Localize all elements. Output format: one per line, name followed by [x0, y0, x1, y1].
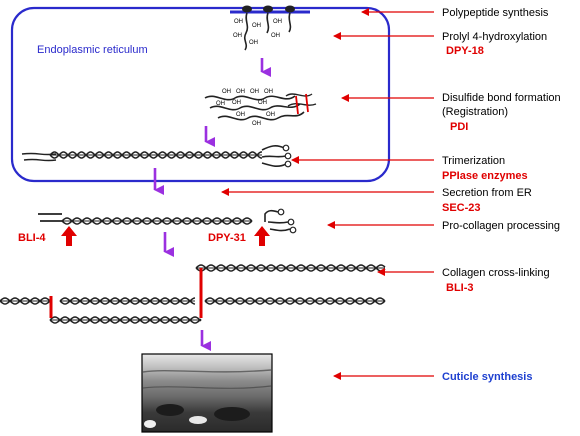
- helix-strand: [0, 297, 52, 305]
- step-collagen-cross-linking: Collagen cross-linking: [442, 267, 550, 279]
- oh-label: OH: [234, 19, 243, 25]
- enzyme-pdi: PDI: [450, 121, 468, 133]
- helix-strand: [0, 297, 52, 305]
- step-pointer-arrows: [221, 8, 434, 380]
- oh-label: OH: [233, 33, 242, 39]
- helix-strand: [49, 316, 202, 324]
- step-registration: (Registration): [442, 106, 508, 118]
- step-trimerization: Trimerization: [442, 155, 505, 167]
- helix-strand: [59, 297, 196, 305]
- ribosome-polypeptides: OH OH OH OH OH OH: [230, 5, 310, 51]
- helix-strand: [59, 297, 196, 305]
- propeptide-tails: [21, 144, 297, 234]
- oh-label: OH: [266, 112, 275, 118]
- oh-label: OH: [271, 33, 280, 39]
- helix-strand: [195, 264, 386, 272]
- oh-label: OH: [232, 100, 241, 106]
- step-labels: Polypeptide synthesis Prolyl 4-hydroxyla…: [442, 7, 561, 383]
- step-prolyl-hydroxylation: Prolyl 4-hydroxylation: [442, 31, 547, 43]
- helix-strand: [61, 217, 253, 225]
- step-polypeptide-synthesis: Polypeptide synthesis: [442, 7, 549, 19]
- oh-label: OH: [236, 112, 245, 118]
- er-label: Endoplasmic reticulum: [37, 44, 148, 56]
- endoplasmic-reticulum-outline: [10, 6, 391, 183]
- oh-label: OH: [222, 89, 231, 95]
- step-secretion-from-er: Secretion from ER: [442, 187, 532, 199]
- protease-cleavage-arrows: [61, 226, 270, 246]
- protease-label-bli-4: BLI-4: [18, 232, 46, 244]
- enzyme-ppiase: PPIase enzymes: [442, 170, 528, 182]
- helix-strand: [49, 316, 202, 324]
- oh-label: OH: [216, 101, 225, 107]
- step-procollagen-processing: Pro-collagen processing: [442, 220, 560, 232]
- helix-strand: [49, 151, 262, 159]
- step-cuticle-synthesis: Cuticle synthesis: [442, 371, 532, 383]
- helix-strand: [61, 217, 253, 225]
- triple-helices: [0, 151, 386, 324]
- step-disulfide-bond-formation: Disulfide bond formation: [442, 92, 561, 104]
- helix-strand: [195, 264, 386, 272]
- oh-label: OH: [249, 40, 258, 46]
- oh-label: OH: [236, 89, 245, 95]
- enzyme-sec-23: SEC-23: [442, 202, 481, 214]
- enzyme-bli-3: BLI-3: [446, 282, 474, 294]
- oh-label: OH: [252, 121, 261, 127]
- oh-label: OH: [273, 19, 282, 25]
- helix-strand: [49, 151, 262, 159]
- cuticle-micrograph: [141, 353, 273, 433]
- enzyme-dpy-18: DPY-18: [446, 45, 484, 57]
- oh-label: OH: [250, 89, 259, 95]
- oh-label: OH: [264, 89, 273, 95]
- hydroxylated-chains: OH OH OH OH OH OH OH OH OH OH: [204, 89, 317, 127]
- oh-label: OH: [252, 23, 261, 29]
- crosslinks: [49, 268, 203, 318]
- protease-label-dpy-31: DPY-31: [208, 232, 246, 244]
- flow-arrows: [153, 58, 271, 351]
- oh-label: OH: [258, 100, 267, 106]
